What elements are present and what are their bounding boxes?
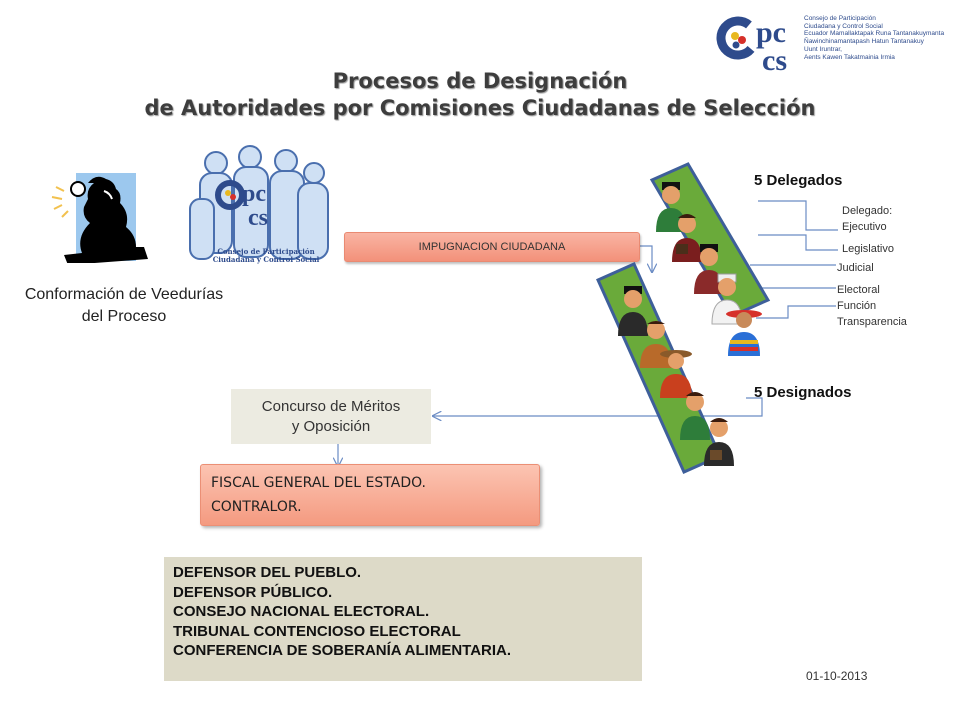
svg-text:cs: cs [248,205,268,231]
impugnacion-box: IMPUGNACION CIUDADANA [344,232,640,262]
veeduria-caption-line-1: Conformación de Veedurías [24,286,224,303]
svg-text:cs: cs [762,44,787,76]
group-caption-line: Ciudadana y Control Social [212,255,320,264]
label-judicial: Judicial [837,262,874,274]
person-icon [640,321,672,368]
label-funcion: Función [837,300,877,312]
label-ejecutivo: Ejecutivo [842,221,887,233]
title-line-1: Procesos de Designación [332,69,628,93]
org-line: Ecuador Mamallaktapak Runa Tantanakuyman… [804,30,945,38]
concurso-box: Concurso de Méritos y Oposición [231,389,431,444]
person-icon [618,286,648,336]
authority-item: CONSEJO NACIONAL ELECTORAL. [173,603,430,620]
person-icon [694,244,724,294]
veeduria-caption-line-2: del Proceso [81,308,167,325]
person-icon [704,418,734,466]
delegados-header: 5 Delegados [754,172,843,189]
label-delegado: Delegado: [842,205,893,217]
cpccs-logo-mark: pc cs [716,16,787,77]
group-caption-line: Consejo de Participación [217,247,315,256]
org-line: Uunt Iruntrar, [804,45,842,53]
person-icon [680,392,710,440]
org-line: Consejo de Participación [804,15,876,22]
connector-impugnacion [638,245,652,272]
connector-ejecutivo [758,200,838,231]
fiscal-line-2: CONTRALOR. [211,499,302,515]
svg-text:pc: pc [756,16,786,49]
authority-item: DEFENSOR PÚBLICO. [173,583,333,601]
connector-transparencia [756,305,836,319]
cpccs-logo: pc cs [716,4,956,77]
concurso-line-2: y Oposición [291,417,371,435]
label-electoral: Electoral [837,284,880,296]
concurso-line-1: Concurso de Méritos [261,397,401,415]
label-legislativo: Legislativo [842,243,894,255]
org-line: Ciudadana y Control Social [804,22,883,30]
fiscal-line-1: FISCAL GENERAL DEL ESTADO. [211,475,427,491]
org-line: Aents Kawen Takatmainia Irmia [804,53,895,61]
authorities-list-box: DEFENSOR DEL PUEBLO. DEFENSOR PÚBLICO. C… [164,557,642,681]
person-icon [660,350,692,398]
title-line-2: de Autoridades por Comisiones Ciudadanas… [144,96,816,120]
fiscal-box: FISCAL GENERAL DEL ESTADO. CONTRALOR. [200,464,540,526]
authority-item: CONFERENCIA DE SOBERANÍA ALIMENTARIA. [173,642,512,659]
people-group-icon: pc cs Consejo de Participación Ciudadana… [186,143,334,273]
svg-text:pc: pc [242,181,266,207]
person-icon [672,214,702,262]
person-icon [656,182,686,232]
authority-item: DEFENSOR DEL PUEBLO. [173,564,362,581]
logo-org-text: Consejo de Participación Ciudadana y Con… [804,15,960,61]
person-icon [726,310,762,356]
label-transparencia: Transparencia [837,316,907,328]
detective-icon [48,171,148,263]
page-title: Procesos de Designación de Autoridades p… [0,68,960,122]
connector-designados [433,397,763,416]
connector-legislativo [758,234,838,251]
group-caption: Consejo de Participación Ciudadana y Con… [206,248,326,264]
designados-header: 5 Designados [754,384,852,401]
org-line: Ñawinchinamantapash Hatun Tantanakuy [804,38,924,46]
authority-item: TRIBUNAL CONTENCIOSO ELECTORAL [173,622,461,640]
veeduria-caption: Conformación de Veedurías del Proceso [4,284,244,328]
slide-date: 01-10-2013 [806,669,868,683]
